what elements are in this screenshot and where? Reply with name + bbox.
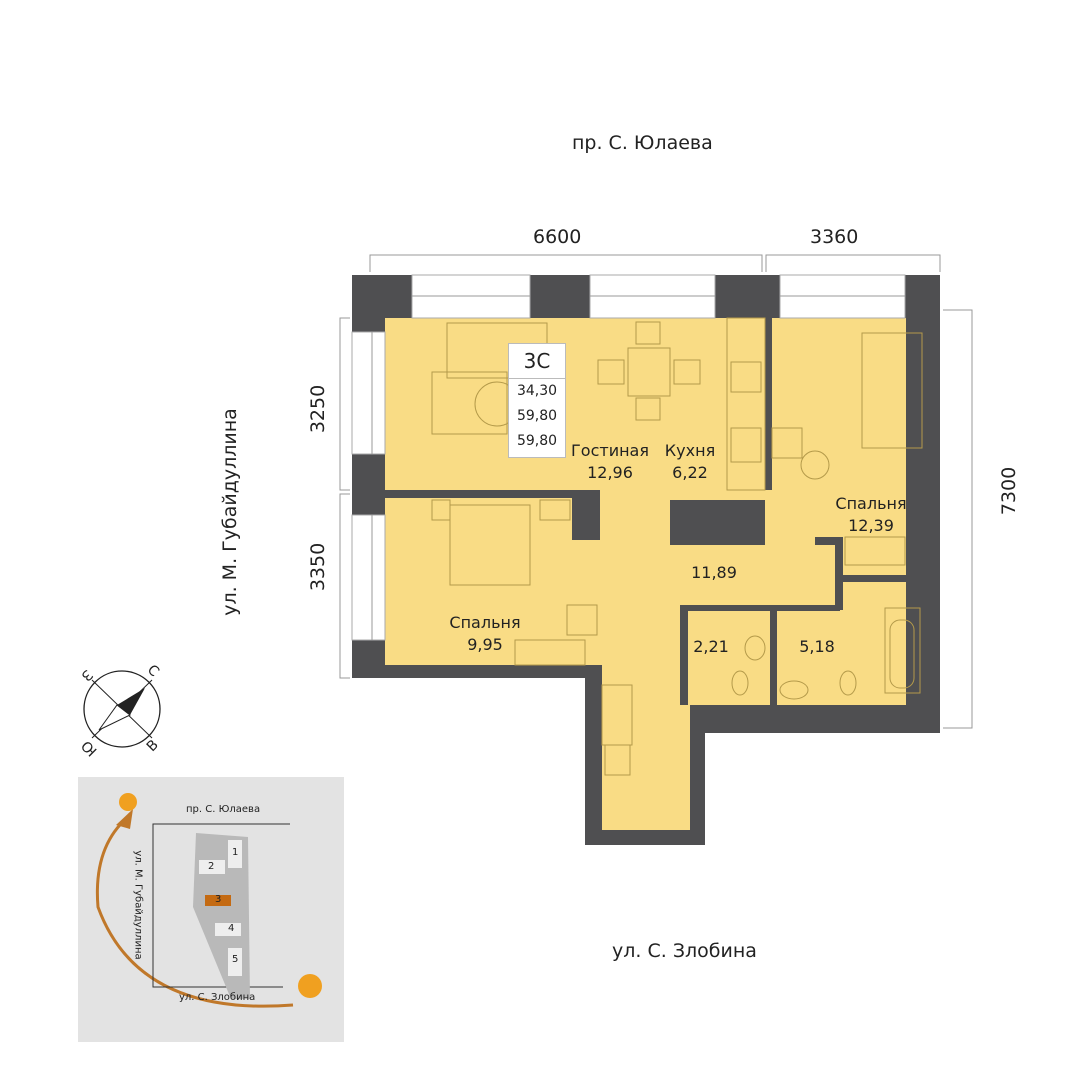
room-bedroom-right: Спальня 12,39	[835, 493, 906, 537]
interior-walls	[385, 318, 906, 845]
minimap-street-top: пр. С. Юлаева	[186, 804, 261, 815]
dimension-right: 7300	[998, 466, 1021, 516]
room-bathroom: 5,18	[799, 636, 835, 658]
window-sills	[371, 295, 905, 640]
minimap-street-left: ул. М. Губайдуллина	[132, 850, 144, 960]
room-hallway: 11,89	[691, 562, 737, 584]
room-name: Спальня	[835, 494, 907, 513]
sun-icon-sunrise	[298, 974, 322, 998]
floor	[385, 318, 906, 830]
room-area: 9,95	[467, 635, 503, 654]
street-top: пр. С. Юлаева	[572, 132, 713, 154]
minimap-building-highlight	[205, 895, 231, 906]
room-area: 5,18	[799, 637, 835, 656]
living-area: 34,30	[516, 383, 558, 399]
dimension-left-bottom: 3350	[307, 542, 330, 592]
street-left: ул. М. Губайдуллина	[219, 408, 241, 616]
minimap-drawing	[95, 793, 322, 1008]
minimap-building-5: 5	[232, 954, 239, 965]
street-bottom: ул. С. Злобина	[612, 940, 757, 962]
room-name: Спальня	[449, 613, 521, 632]
apartment-badge: 3С 34,30 59,80 59,80	[508, 343, 566, 458]
minimap-building-1: 1	[232, 847, 239, 858]
room-area: 12,96	[587, 463, 633, 482]
compass-rose	[83, 670, 161, 748]
room-name: Гостиная	[571, 441, 649, 460]
total-area-2: 59,80	[516, 433, 558, 449]
room-area: 2,21	[693, 637, 729, 656]
room-area: 12,39	[848, 516, 894, 535]
dimension-top-left: 6600	[533, 226, 582, 248]
dimension-top-right: 3360	[810, 226, 859, 248]
minimap-street-bottom: ул. С. Злобина	[179, 992, 256, 1003]
dimension-left-top: 3250	[307, 384, 330, 434]
room-wc: 2,21	[693, 636, 729, 658]
room-living: Гостиная 12,96	[571, 440, 649, 484]
room-kitchen: Кухня 6,22	[665, 440, 715, 484]
sun-path	[95, 815, 294, 1008]
site-minimap: пр. С. Юлаева ул. С. Злобина ул. М. Губа…	[78, 777, 344, 1042]
minimap-building-3: 3	[215, 894, 222, 905]
dimension-lines	[339, 254, 973, 729]
minimap-building-4: 4	[228, 923, 235, 934]
apartment-type: 3С	[509, 344, 565, 379]
minimap-streets	[152, 823, 290, 988]
sun-path-arrow	[116, 809, 133, 829]
room-name: Кухня	[664, 441, 716, 460]
room-area: 11,89	[691, 563, 737, 582]
sun-icon-sunset	[119, 793, 137, 811]
minimap-building-2: 2	[208, 861, 215, 872]
room-area: 6,22	[672, 463, 708, 482]
total-area: 59,80	[516, 408, 558, 424]
room-bedroom-left: Спальня 9,95	[449, 612, 520, 656]
